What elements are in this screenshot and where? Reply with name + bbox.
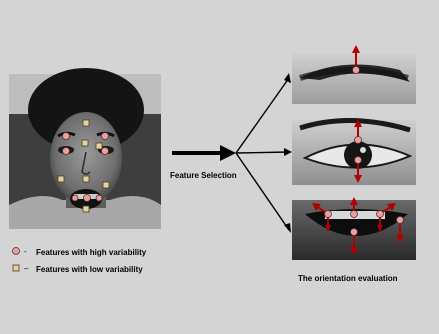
high-variability-marker [63, 133, 70, 140]
high-variability-marker [63, 148, 70, 155]
high-variability-marker [72, 195, 78, 201]
low-variability-marker [58, 176, 64, 182]
mouth-crop [292, 197, 416, 260]
legend-high-label: Features with high variability [36, 248, 146, 258]
high-variability-marker [102, 148, 109, 155]
eye-crop [292, 119, 416, 185]
branch-arrowhead [284, 148, 292, 156]
legend-low-marker [13, 265, 19, 271]
high-variability-marker [84, 195, 91, 202]
low-variability-marker [82, 140, 88, 146]
orientation-evaluation-label: The orientation evaluation [298, 274, 398, 284]
low-variability-marker [83, 176, 89, 182]
low-variability-marker [103, 182, 109, 188]
branch-arrowhead [284, 73, 291, 83]
legend-low-label: Features with low variability [36, 265, 143, 275]
high-variability-marker [102, 133, 109, 140]
legend-markers: - – [13, 247, 30, 273]
legend-low-dash: – [24, 264, 29, 273]
feature-selection-arrow [172, 145, 236, 161]
branch-lines [236, 78, 289, 230]
high-variability-marker [96, 195, 102, 201]
eyebrow-crop [292, 45, 416, 104]
low-variability-marker [96, 143, 102, 149]
low-variability-marker [83, 120, 89, 126]
low-variability-marker [83, 206, 89, 212]
face-photo [9, 68, 161, 229]
legend-high-dash: - [24, 247, 27, 256]
legend-high-marker [13, 248, 20, 255]
feature-selection-label: Feature Selection [170, 171, 237, 181]
